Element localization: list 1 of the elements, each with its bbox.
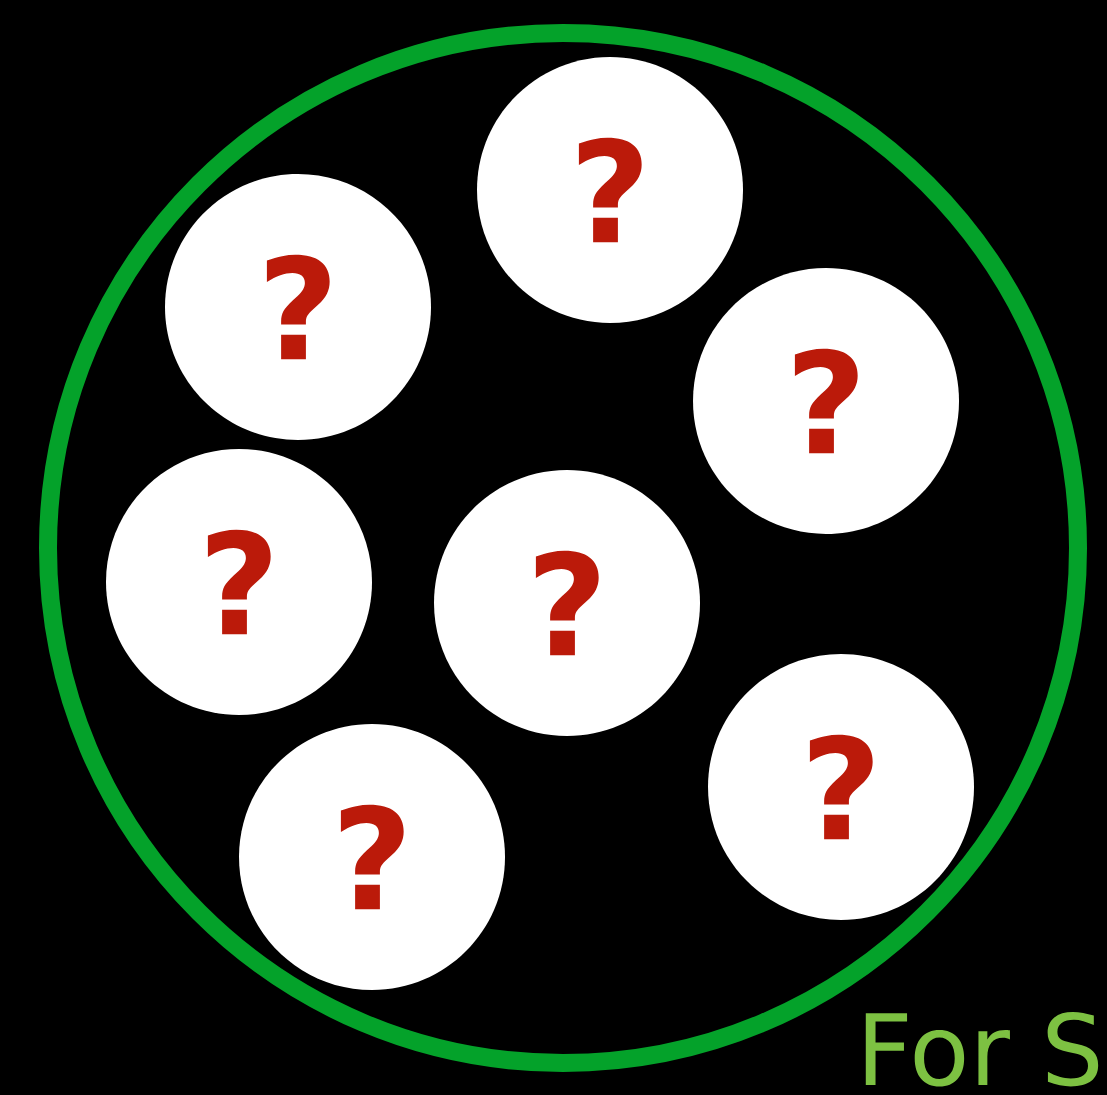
caption-text: For S [865, 1012, 1099, 1087]
